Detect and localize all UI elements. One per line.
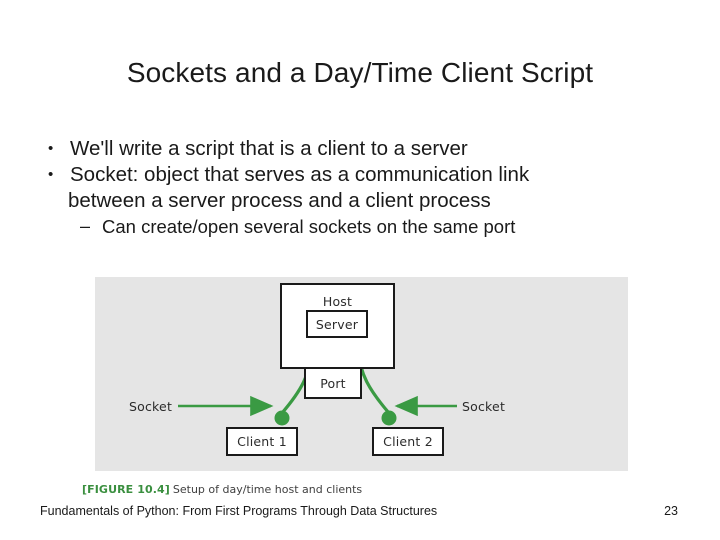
bullet-dash-icon: – — [80, 216, 91, 236]
list-item: • Socket: object that serves as a commun… — [40, 162, 688, 188]
diagram-label-socket-right: Socket — [462, 399, 506, 414]
list-item-sub: – Can create/open several sockets on the… — [40, 214, 688, 239]
list-item-text-continuation: between a server process and a client pr… — [68, 189, 491, 212]
list-item-text: Socket: object that serves as a communic… — [70, 163, 530, 186]
diagram-label-socket-left: Socket — [129, 399, 173, 414]
figure-panel: Port Host Server Client 1 Client 2 Socke… — [95, 277, 628, 471]
diagram-box-server: Server — [306, 310, 368, 338]
page-title: Sockets and a Day/Time Client Script — [126, 57, 594, 88]
socket-dot-client2 — [381, 410, 397, 426]
list-item-text: We'll write a script that is a client to… — [70, 137, 468, 160]
footer-page-number: 23 — [664, 504, 678, 518]
bullet-dot-icon: • — [48, 166, 54, 183]
figure-caption: [FIGURE 10.4]Setup of day/time host and … — [82, 483, 362, 496]
list-item-sub-text: Can create/open several sockets on the s… — [102, 216, 516, 237]
list-item: • We'll write a script that is a client … — [40, 136, 688, 162]
bullet-list: • We'll write a script that is a client … — [40, 136, 688, 239]
figure-caption-description: Setup of day/time host and clients — [172, 483, 363, 496]
diagram-box-client2: Client 2 — [372, 427, 444, 456]
diagram-box-client1: Client 1 — [226, 427, 298, 456]
figure-caption-tag: [FIGURE 10.4] — [82, 483, 170, 496]
bullet-dot-icon: • — [48, 140, 54, 157]
figure-diagram: Port Host Server Client 1 Client 2 Socke… — [95, 277, 628, 471]
diagram-box-port: Port — [304, 369, 362, 399]
footer-source-text: Fundamentals of Python: From First Progr… — [40, 504, 438, 518]
socket-dot-client1 — [274, 410, 290, 426]
